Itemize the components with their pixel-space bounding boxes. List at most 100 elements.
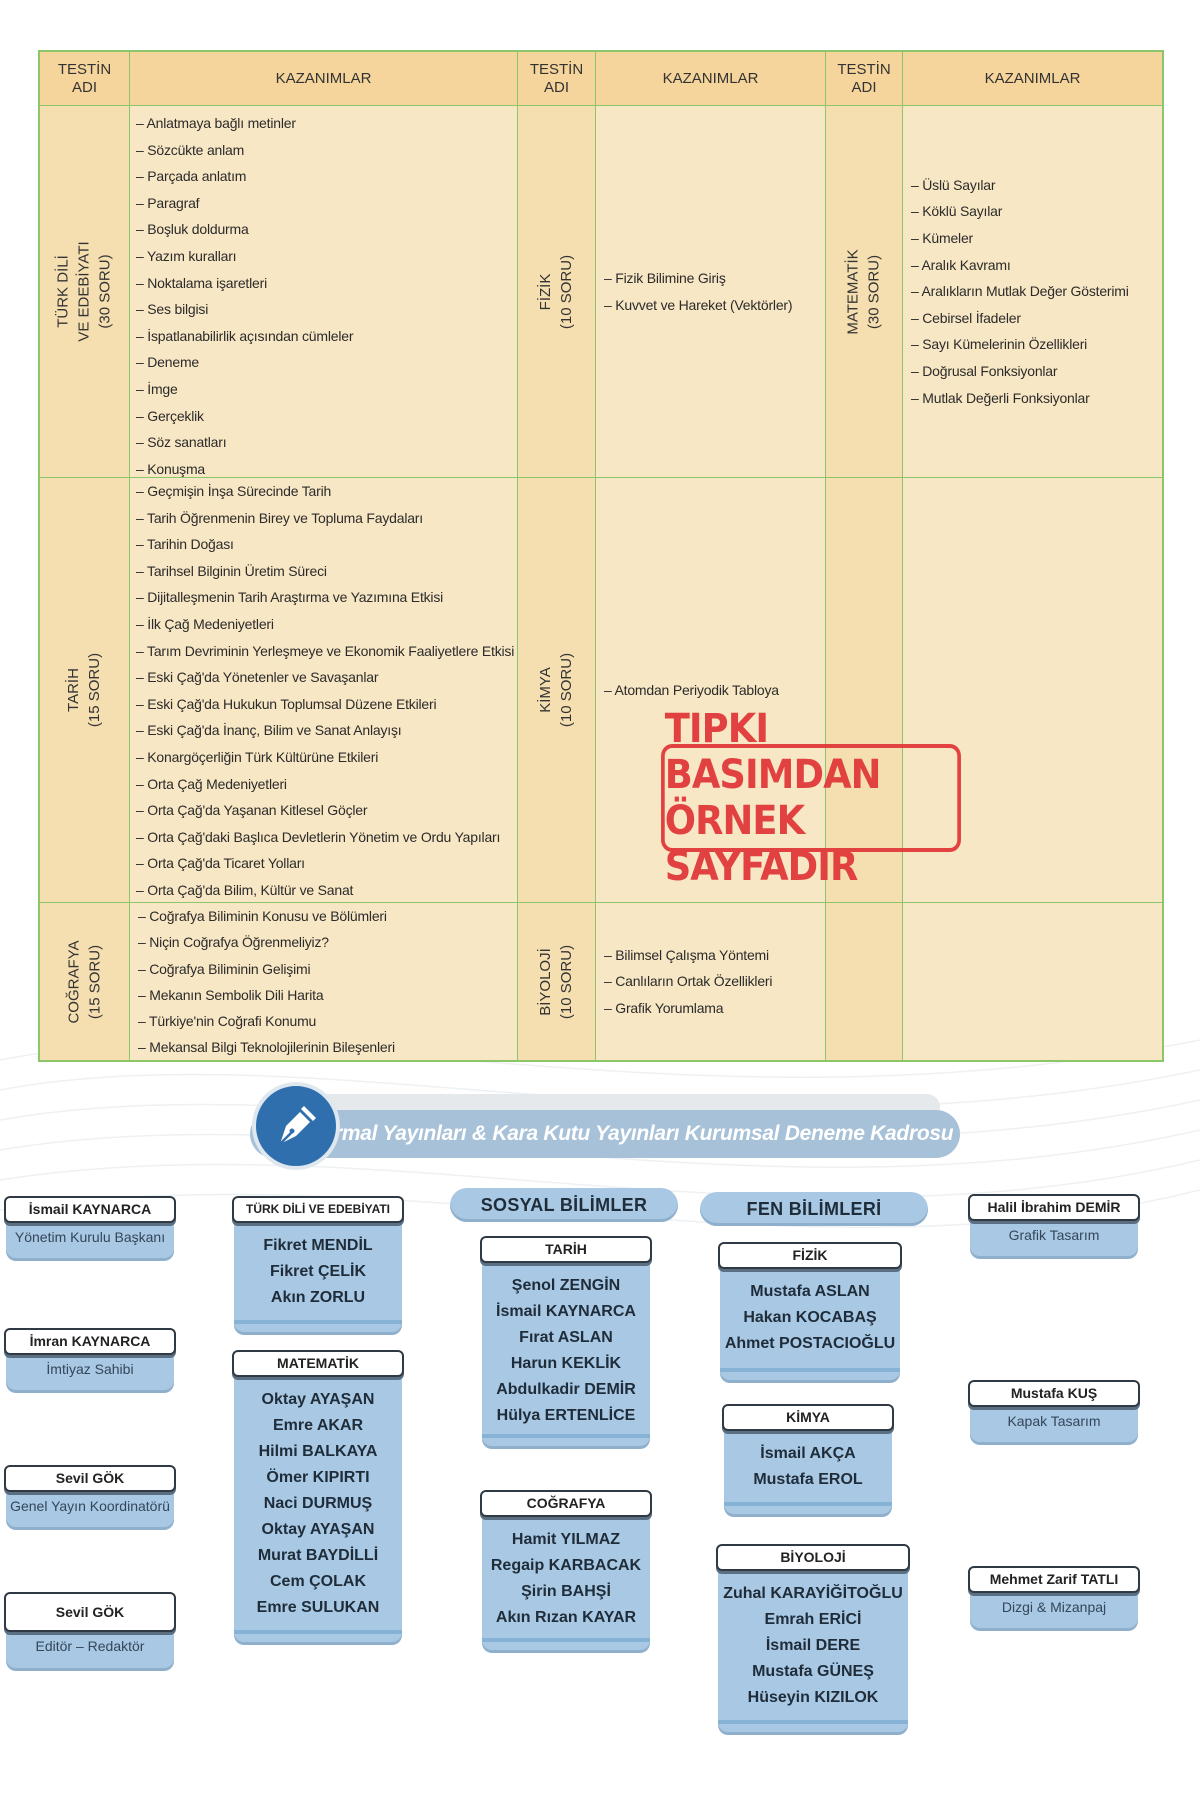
turk-dili-kazanim-item: – Gerçeklik bbox=[136, 407, 204, 424]
pen-nib-icon bbox=[252, 1082, 340, 1170]
turk-dili-list: – Anlatmaya bağlı metinler – Sözcükte anl… bbox=[130, 106, 517, 482]
tarih-kazanim-item: – Dijitalleşmenin Tarih Araştırma ve Yaz… bbox=[136, 589, 444, 606]
header-test-name-1: TESTİN ADI bbox=[40, 52, 130, 106]
team-member-name: Emre SULUKAN bbox=[256, 1599, 380, 1616]
team-title: BİYOLOJİ bbox=[716, 1544, 910, 1571]
team-member-name: Ömer KIPIRTI bbox=[266, 1469, 370, 1486]
tarih-name-line1: TARİH bbox=[65, 668, 83, 712]
turk-dili-kazanim-item: – Söz sanatları bbox=[136, 434, 227, 451]
team-member-name: Şenol ZENGİN bbox=[511, 1277, 621, 1294]
matematik-list: – Üslü Sayılar– Köklü Sayılar– Kümeler– … bbox=[903, 172, 1129, 411]
tarih-kazanim-item: – Tarım Devriminin Yerleşmeye ve Ekonomi… bbox=[136, 642, 515, 659]
team-member-name: Akın Rızan KAYAR bbox=[495, 1609, 637, 1626]
staff-role: Editör – Redaktör bbox=[35, 1638, 145, 1654]
empty-name-cell-3 bbox=[826, 903, 903, 1060]
sosyal-bilimler-pill: SOSYAL BİLİMLER bbox=[450, 1188, 678, 1222]
turk-dili-kazanim-item: – Anlatmaya bağlı metinler bbox=[136, 115, 296, 131]
matematik-name-cell: MATEMATİK (30 SORU) bbox=[826, 106, 903, 478]
team-member-name: İsmail AKÇA bbox=[760, 1445, 856, 1462]
matematik-kazanim-item: – Aralık Kavramı bbox=[911, 256, 1011, 273]
fizik-kazanim-item: – Fizik Bilimine Giriş bbox=[604, 269, 726, 286]
banner-title: İnformal Yayınları & Kara Kutu Yayınları… bbox=[296, 1122, 954, 1145]
turk-dili-name-line1: TÜRK DİLİ bbox=[55, 255, 72, 328]
team-title: TÜRK DİLİ VE EDEBİYATI bbox=[232, 1196, 404, 1223]
cografya-kazanim-item: – Coğrafya Biliminin Konusu ve Bölümleri bbox=[138, 908, 387, 924]
team-member-name: Emrah ERİCİ bbox=[764, 1611, 862, 1628]
staff-name: Mustafa KUŞ bbox=[968, 1380, 1140, 1407]
kimya-name-cell: KİMYA (10 SORU) bbox=[518, 478, 596, 903]
biyoloji-kazanimlar: – Bilimsel Çalışma Yöntemi– Canlıların O… bbox=[596, 903, 826, 1060]
biyoloji-kazanim-item: – Canlıların Ortak Özellikleri bbox=[604, 973, 773, 990]
biyoloji-name-cell: BİYOLOJİ (10 SORU) bbox=[518, 903, 596, 1060]
card-underline bbox=[482, 1638, 650, 1642]
tarih-kazanim-item: – Tarihsel Bilginin Üretim Süreci bbox=[136, 562, 327, 579]
staff-card-editor: Sevil GÖK Editör – Redaktör bbox=[4, 1592, 176, 1668]
team-member-name: Ahmet POSTACIOĞLU bbox=[724, 1335, 896, 1352]
header-kazanimlar-1: KAZANIMLAR bbox=[130, 52, 518, 106]
staff-banner: İnformal Yayınları & Kara Kutu Yayınları… bbox=[250, 1110, 960, 1158]
cografya-kazanimlar: – Coğrafya Biliminin Konusu ve Bölümleri… bbox=[130, 903, 518, 1060]
turk-dili-kazanimlar: – Anlatmaya bağlı metinler – Sözcükte anl… bbox=[130, 106, 518, 478]
staff-role: Genel Yayın Koordinatörü bbox=[10, 1498, 170, 1514]
matematik-kazanim-item: – Cebirsel İfadeler bbox=[911, 309, 1021, 326]
turk-dili-kazanim-item: – Sözcükte anlam bbox=[136, 141, 245, 158]
tarih-kazanim-item: – Eski Çağ'da İnanç, Bilim ve Sanat Anla… bbox=[136, 722, 402, 739]
biyoloji-name-line1: BİYOLOJİ bbox=[537, 947, 555, 1016]
cografya-name-line1: COĞRAFYA bbox=[65, 939, 83, 1024]
empty-kazanimlar-cell-3 bbox=[903, 903, 1162, 1060]
fizik-kazanim-item: – Kuvvet ve Hareket (Vektörler) bbox=[604, 296, 793, 313]
tarih-kazanim-item: – Konargöçerliğin Türk Kültürüne Etkiler… bbox=[136, 748, 379, 765]
staff-card-koordinator: Sevil GÖK Genel Yayın Koordinatörü bbox=[4, 1465, 176, 1527]
tarih-list: – Geçmişin İnşa Sürecinde Tarih– Tarih Ö… bbox=[130, 478, 517, 904]
matematik-kazanim-item: – Üslü Sayılar bbox=[911, 176, 996, 193]
team-member-name: Murat BAYDİLLİ bbox=[257, 1547, 379, 1564]
kazanim-table: TESTİN ADI KAZANIMLAR TESTİN ADI KAZANIM… bbox=[38, 50, 1164, 1062]
team-member-name: Harun KEKLİK bbox=[510, 1355, 622, 1372]
cografya-kazanim-item: – Mekanın Sembolik Dili Harita bbox=[138, 986, 324, 1003]
team-member-name: Cem ÇOLAK bbox=[269, 1573, 366, 1590]
staff-name: Sevil GÖK bbox=[4, 1592, 176, 1632]
turk-dili-kazanim-item: – Ses bilgisi bbox=[136, 301, 209, 318]
turk-dili-kazanim-item: – Boşluk doldurma bbox=[136, 221, 249, 238]
matematik-kazanim-item: – Köklü Sayılar bbox=[911, 203, 1003, 220]
biyoloji-kazanim-item: – Grafik Yorumlama bbox=[604, 999, 724, 1016]
tarih-kazanim-item: – Eski Çağ'da Hukukun Toplumsal Düzene E… bbox=[136, 695, 437, 712]
staff-name: İmran KAYNARCA bbox=[4, 1328, 176, 1355]
fizik-list: – Fizik Bilimine Giriş – Kuvvet ve Hareke… bbox=[596, 265, 793, 318]
tarih-kazanim-item: – Orta Çağ Medeniyetleri bbox=[136, 775, 287, 792]
matematik-kazanimlar: – Üslü Sayılar– Köklü Sayılar– Kümeler– … bbox=[903, 106, 1162, 478]
team-member-name: Hülya ERTENLİCE bbox=[496, 1407, 636, 1424]
staff-name: İsmail KAYNARCA bbox=[4, 1196, 176, 1223]
staff-card-grafik: Halil İbrahim DEMİR Grafik Tasarım bbox=[968, 1194, 1140, 1256]
team-member-name: Oktay AYAŞAN bbox=[261, 1521, 375, 1538]
tarih-kazanim-item: – Geçmişin İnşa Sürecinde Tarih bbox=[136, 483, 332, 499]
cografya-name-cell: COĞRAFYA (15 SORU) bbox=[40, 903, 130, 1060]
staff-card-dizgi: Mehmet Zarif TATLI Dizgi & Mizanpaj bbox=[968, 1566, 1140, 1628]
card-underline bbox=[234, 1320, 402, 1324]
tarih-kazanim-item: – Orta Çağ'daki Başlıca Devletlerin Yöne… bbox=[136, 828, 501, 845]
cografya-kazanim-item: – Mekansal Bilgi Teknolojilerinin Bileşe… bbox=[138, 1039, 395, 1056]
team-member-name: Mustafa EROL bbox=[753, 1471, 863, 1488]
turk-dili-kazanim-item: – Paragraf bbox=[136, 194, 200, 211]
team-member-name: Hilmi BALKAYA bbox=[258, 1443, 378, 1460]
team-member-name: Mustafa GÜNEŞ bbox=[752, 1663, 874, 1680]
matematik-name-line1: MATEMATİK bbox=[845, 248, 862, 335]
staff-name: Mehmet Zarif TATLI bbox=[968, 1566, 1140, 1593]
header-kazanimlar-2: KAZANIMLAR bbox=[596, 52, 826, 106]
cografya-kazanim-item: – Coğrafya Biliminin Gelişimi bbox=[138, 960, 311, 977]
biyoloji-name-line2: (10 SORU) bbox=[558, 944, 576, 1019]
staff-role: Dizgi & Mizanpaj bbox=[1001, 1599, 1107, 1615]
matematik-kazanim-item: – Sayı Kümelerinin Özellikleri bbox=[911, 336, 1088, 353]
kimya-kazanim-item: – Atomdan Periyodik Tabloya bbox=[604, 681, 779, 698]
card-underline bbox=[718, 1720, 908, 1724]
turk-dili-kazanim-item: – İmge bbox=[136, 380, 178, 397]
team-title: COĞRAFYA bbox=[480, 1490, 652, 1517]
turk-dili-kazanim-item: – İspatlanabilirlik açısından cümleler bbox=[136, 327, 354, 344]
team-member-name: Abdulkadir DEMİR bbox=[496, 1381, 636, 1398]
